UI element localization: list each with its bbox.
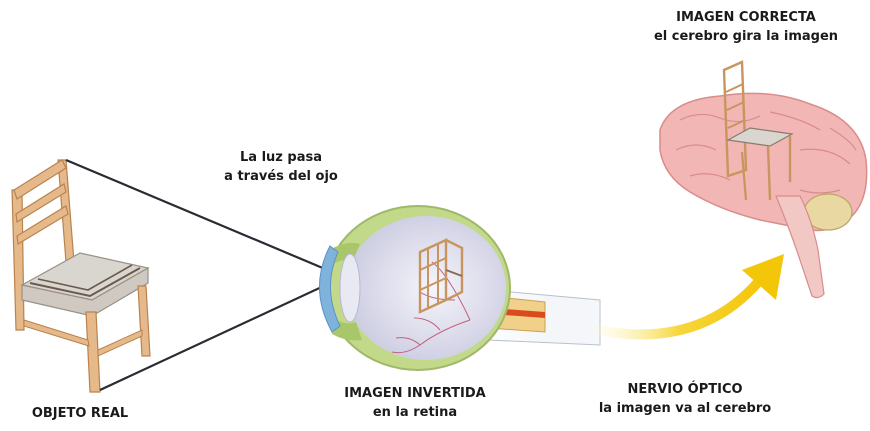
correct-image-subtitle: el cerebro gira la imagen bbox=[653, 29, 839, 44]
chair-icon bbox=[11, 159, 151, 393]
optic-nerve-title: NERVIO ÓPTICO bbox=[627, 382, 743, 397]
correct-image-title: IMAGEN CORRECTA bbox=[676, 10, 816, 25]
brain-icon bbox=[659, 60, 868, 299]
real-object-label: OBJETO REAL bbox=[0, 404, 160, 423]
inverted-image-title: IMAGEN INVERTIDA bbox=[344, 386, 486, 401]
eye-icon bbox=[319, 205, 601, 371]
inverted-image-label: IMAGEN INVERTIDA en la retina bbox=[300, 384, 530, 422]
upright-chair-icon bbox=[722, 60, 794, 201]
light-passes-line2: a través del ojo bbox=[224, 169, 338, 184]
optic-nerve-label: NERVIO ÓPTICO la imagen va al cerebro bbox=[560, 380, 810, 418]
real-object-title: OBJETO REAL bbox=[31, 406, 129, 421]
light-passes-label: La luz pasa a través del ojo bbox=[196, 148, 366, 186]
inverted-chair-icon bbox=[418, 238, 464, 314]
curved-arrow-icon bbox=[593, 254, 784, 340]
optic-nerve-subtitle: la imagen va al cerebro bbox=[598, 401, 772, 416]
correct-image-label: IMAGEN CORRECTA el cerebro gira la image… bbox=[622, 8, 870, 46]
light-passes-line1: La luz pasa bbox=[240, 150, 322, 165]
inverted-image-subtitle: en la retina bbox=[372, 405, 458, 420]
